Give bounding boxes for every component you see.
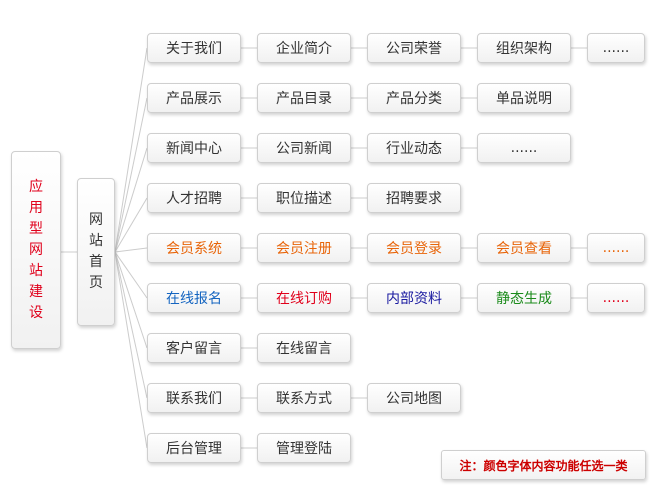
node-box: 产品目录 (257, 83, 351, 113)
node-box: 内部资料 (367, 283, 461, 313)
node-box: 人才招聘 (147, 183, 241, 213)
node-label: ...... (602, 290, 630, 306)
node-label: ...... (602, 40, 630, 56)
node-label: ...... (602, 240, 630, 256)
node-box: 联系方式 (257, 383, 351, 413)
node-label: 人才招聘 (166, 191, 222, 207)
node-box: 公司地图 (367, 383, 461, 413)
node-box: 企业简介 (257, 33, 351, 63)
home-label-char: 首 (89, 254, 103, 270)
node-box: 新闻中心 (147, 133, 241, 163)
node-label: 组织架构 (496, 41, 552, 57)
node-label: 关于我们 (166, 41, 222, 57)
node-label: 后台管理 (166, 441, 222, 457)
home-label-char: 网 (89, 212, 103, 228)
node-label: 产品目录 (276, 91, 332, 107)
node-label: 联系方式 (276, 391, 332, 407)
node-label: 行业动态 (386, 141, 442, 157)
color-note: 注：颜色字体内容功能任选一类 (441, 450, 646, 480)
node-label: 公司地图 (386, 391, 442, 407)
fan-connector (114, 197, 148, 253)
node-label: 联系我们 (166, 391, 222, 407)
node-label: 在线留言 (276, 341, 332, 357)
node-label: 在线订购 (276, 291, 332, 307)
root-label-char: 设 (29, 304, 43, 321)
fan-connector (114, 251, 148, 399)
node-box: 关于我们 (147, 33, 241, 63)
root-label-char: 建 (29, 283, 43, 300)
node-label: 招聘要求 (386, 191, 442, 207)
root-label-char: 用 (29, 199, 43, 216)
root-label-char: 站 (29, 262, 43, 279)
node-box: 管理登陆 (257, 433, 351, 463)
node-box: 静态生成 (477, 283, 571, 313)
root-label-char: 网 (29, 241, 43, 258)
node-box: 客户留言 (147, 333, 241, 363)
fan-connector (114, 47, 148, 253)
node-label: 在线报名 (166, 291, 222, 307)
node-box: 产品展示 (147, 83, 241, 113)
node-label: 单品说明 (496, 91, 552, 107)
home-node-box: 网站首页 (77, 178, 115, 326)
node-box: 职位描述 (257, 183, 351, 213)
node-box: 联系我们 (147, 383, 241, 413)
node-box: ...... (477, 133, 571, 163)
fan-connector (114, 147, 148, 253)
root-node-box: 应用型网站建设 (11, 151, 61, 349)
node-box: 产品分类 (367, 83, 461, 113)
fan-connector (114, 247, 148, 253)
fan-connector (114, 97, 148, 253)
home-label-char: 站 (89, 233, 103, 249)
home-label-char: 页 (89, 275, 103, 291)
node-box: 公司新闻 (257, 133, 351, 163)
fan-connector (114, 251, 148, 349)
node-label: ...... (510, 140, 538, 156)
node-box: 在线留言 (257, 333, 351, 363)
node-box: 会员登录 (367, 233, 461, 263)
node-label: 会员查看 (496, 241, 552, 257)
node-box: 单品说明 (477, 83, 571, 113)
node-label: 产品分类 (386, 91, 442, 107)
node-box: ...... (587, 233, 645, 263)
node-box: ...... (587, 283, 645, 313)
node-label: 新闻中心 (166, 141, 222, 157)
node-box: 会员系统 (147, 233, 241, 263)
node-label: 会员注册 (276, 241, 332, 257)
node-label: 静态生成 (496, 291, 552, 307)
node-label: 会员登录 (386, 241, 442, 257)
fan-connector (114, 251, 148, 299)
node-box: 会员查看 (477, 233, 571, 263)
node-box: 会员注册 (257, 233, 351, 263)
node-box: ...... (587, 33, 645, 63)
node-box: 后台管理 (147, 433, 241, 463)
node-label: 内部资料 (386, 291, 442, 307)
node-box: 组织架构 (477, 33, 571, 63)
node-box: 在线报名 (147, 283, 241, 313)
node-label: 会员系统 (166, 241, 222, 257)
node-label: 管理登陆 (276, 441, 332, 457)
node-label: 公司新闻 (276, 141, 332, 157)
node-label: 企业简介 (276, 41, 332, 57)
root-label-char: 型 (29, 220, 43, 237)
node-box: 公司荣誉 (367, 33, 461, 63)
root-label-char: 应 (29, 178, 43, 195)
node-box: 在线订购 (257, 283, 351, 313)
node-label: 产品展示 (166, 91, 222, 107)
node-box: 招聘要求 (367, 183, 461, 213)
node-label: 公司荣誉 (386, 41, 442, 57)
fan-connector (114, 251, 148, 449)
node-label: 客户留言 (166, 341, 222, 357)
node-label: 职位描述 (276, 191, 332, 207)
node-box: 行业动态 (367, 133, 461, 163)
